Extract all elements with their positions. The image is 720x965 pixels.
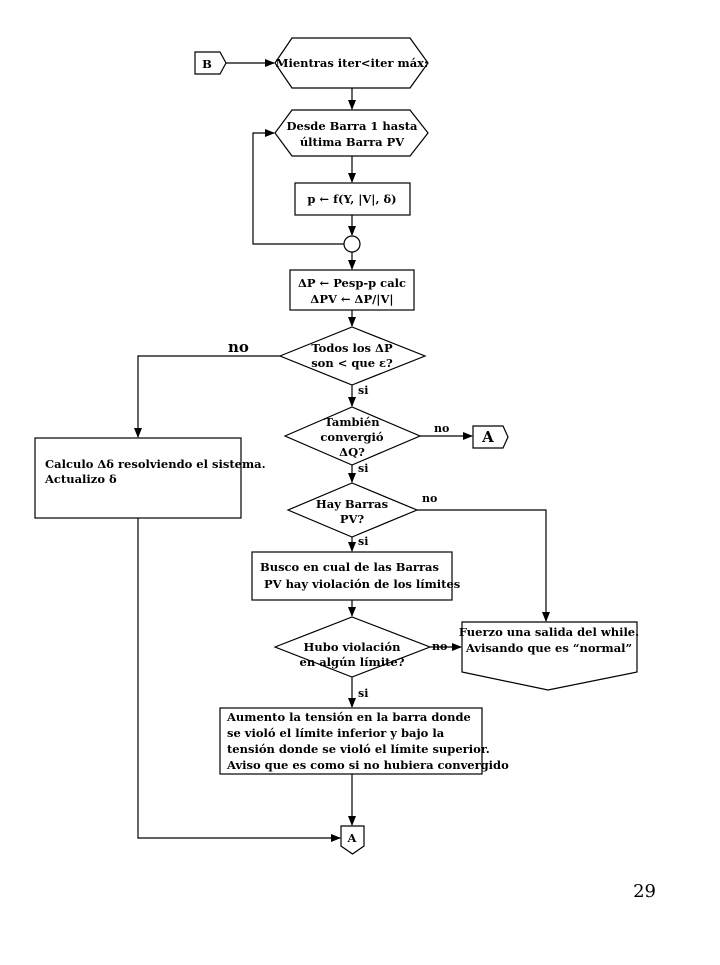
connector-a-bottom-label: A xyxy=(347,831,358,845)
cond-dq-label-line3: ΔQ? xyxy=(339,445,365,459)
adjust-voltage-box xyxy=(219,707,483,775)
connector-b-shape xyxy=(194,51,227,75)
cond-dp-label-line1: Todos los ΔP xyxy=(311,341,393,355)
cond-pv-label-line1: Hay Barras xyxy=(316,497,388,511)
adjust-label-line2: se violó el límite inferior y bajo la xyxy=(227,726,445,740)
delta-p-label-line1: ΔP ← Pesp-p calc xyxy=(298,276,406,290)
calc-label-line1: Calculo Δδ resolviendo el sistema. xyxy=(45,457,266,471)
branch-label-no-viol: no xyxy=(432,640,447,653)
cond-pv-label-line2: PV? xyxy=(340,512,365,526)
cond-dp-label-line2: son < que ε? xyxy=(311,356,393,370)
search-label-line1: Busco en cual de las Barras xyxy=(260,560,439,574)
cond-dp-diamond xyxy=(278,326,427,386)
adjust-label-line3: tensión donde se violó el límite superio… xyxy=(227,742,490,756)
page-number: 29 xyxy=(633,881,656,902)
cond-viol-label-line2: en algún límite? xyxy=(300,655,405,669)
adjust-label-line4: Aviso que es como si no hubiera convergi… xyxy=(226,758,509,772)
while-loop-shape xyxy=(274,37,429,89)
exit-label-line1: Fuerzo una salida del while. xyxy=(459,625,639,639)
for-loop-label-line2: última Barra PV xyxy=(300,135,405,149)
branch-label-no-pv: no xyxy=(422,492,437,505)
branch-label-no-dq: no xyxy=(434,422,449,435)
search-label-line2: PV hay violación de los límites xyxy=(264,577,460,591)
cond-dq-label-line2: convergió xyxy=(320,430,384,444)
forced-exit-shape xyxy=(461,621,638,691)
adjust-label-line1: Aumento la tensión en la barra donde xyxy=(226,710,471,724)
branch-label-si-viol: si xyxy=(358,687,368,700)
arrow-cond-dp-no xyxy=(134,355,280,438)
exit-label-line2: Avisando que es “normal” xyxy=(465,641,632,655)
arrow-loop-back xyxy=(252,129,344,245)
branch-label-no-dp: no xyxy=(228,338,249,356)
p-calc-label: p ← f(Y, |V|, δ) xyxy=(307,192,396,206)
cond-dq-label-line1: También xyxy=(324,415,380,429)
branch-label-si-pv: si xyxy=(358,535,368,548)
calc-label-line2: Actualizo δ xyxy=(44,472,117,486)
while-loop-label: Mientras iter<iter máx: xyxy=(276,56,429,70)
connector-a-bottom-shape xyxy=(340,825,365,855)
connector-b-label: B xyxy=(202,57,212,71)
branch-label-si-dp: si xyxy=(358,384,368,397)
for-loop-shape xyxy=(274,109,429,157)
connector-a-top-label: A xyxy=(481,428,494,446)
connector-a-top-shape xyxy=(472,425,509,449)
arrow-calc-to-a xyxy=(137,518,341,842)
delta-p-label-line2: ΔPV ← ΔP/|V| xyxy=(310,292,393,306)
arrow-cond-pv-no xyxy=(417,509,550,622)
cond-viol-label-line1: Hubo violación xyxy=(304,640,402,654)
branch-label-si-dq: si xyxy=(358,462,368,475)
for-loop-label-line1: Desde Barra 1 hasta xyxy=(287,119,418,133)
loop-end-circle xyxy=(343,235,361,253)
